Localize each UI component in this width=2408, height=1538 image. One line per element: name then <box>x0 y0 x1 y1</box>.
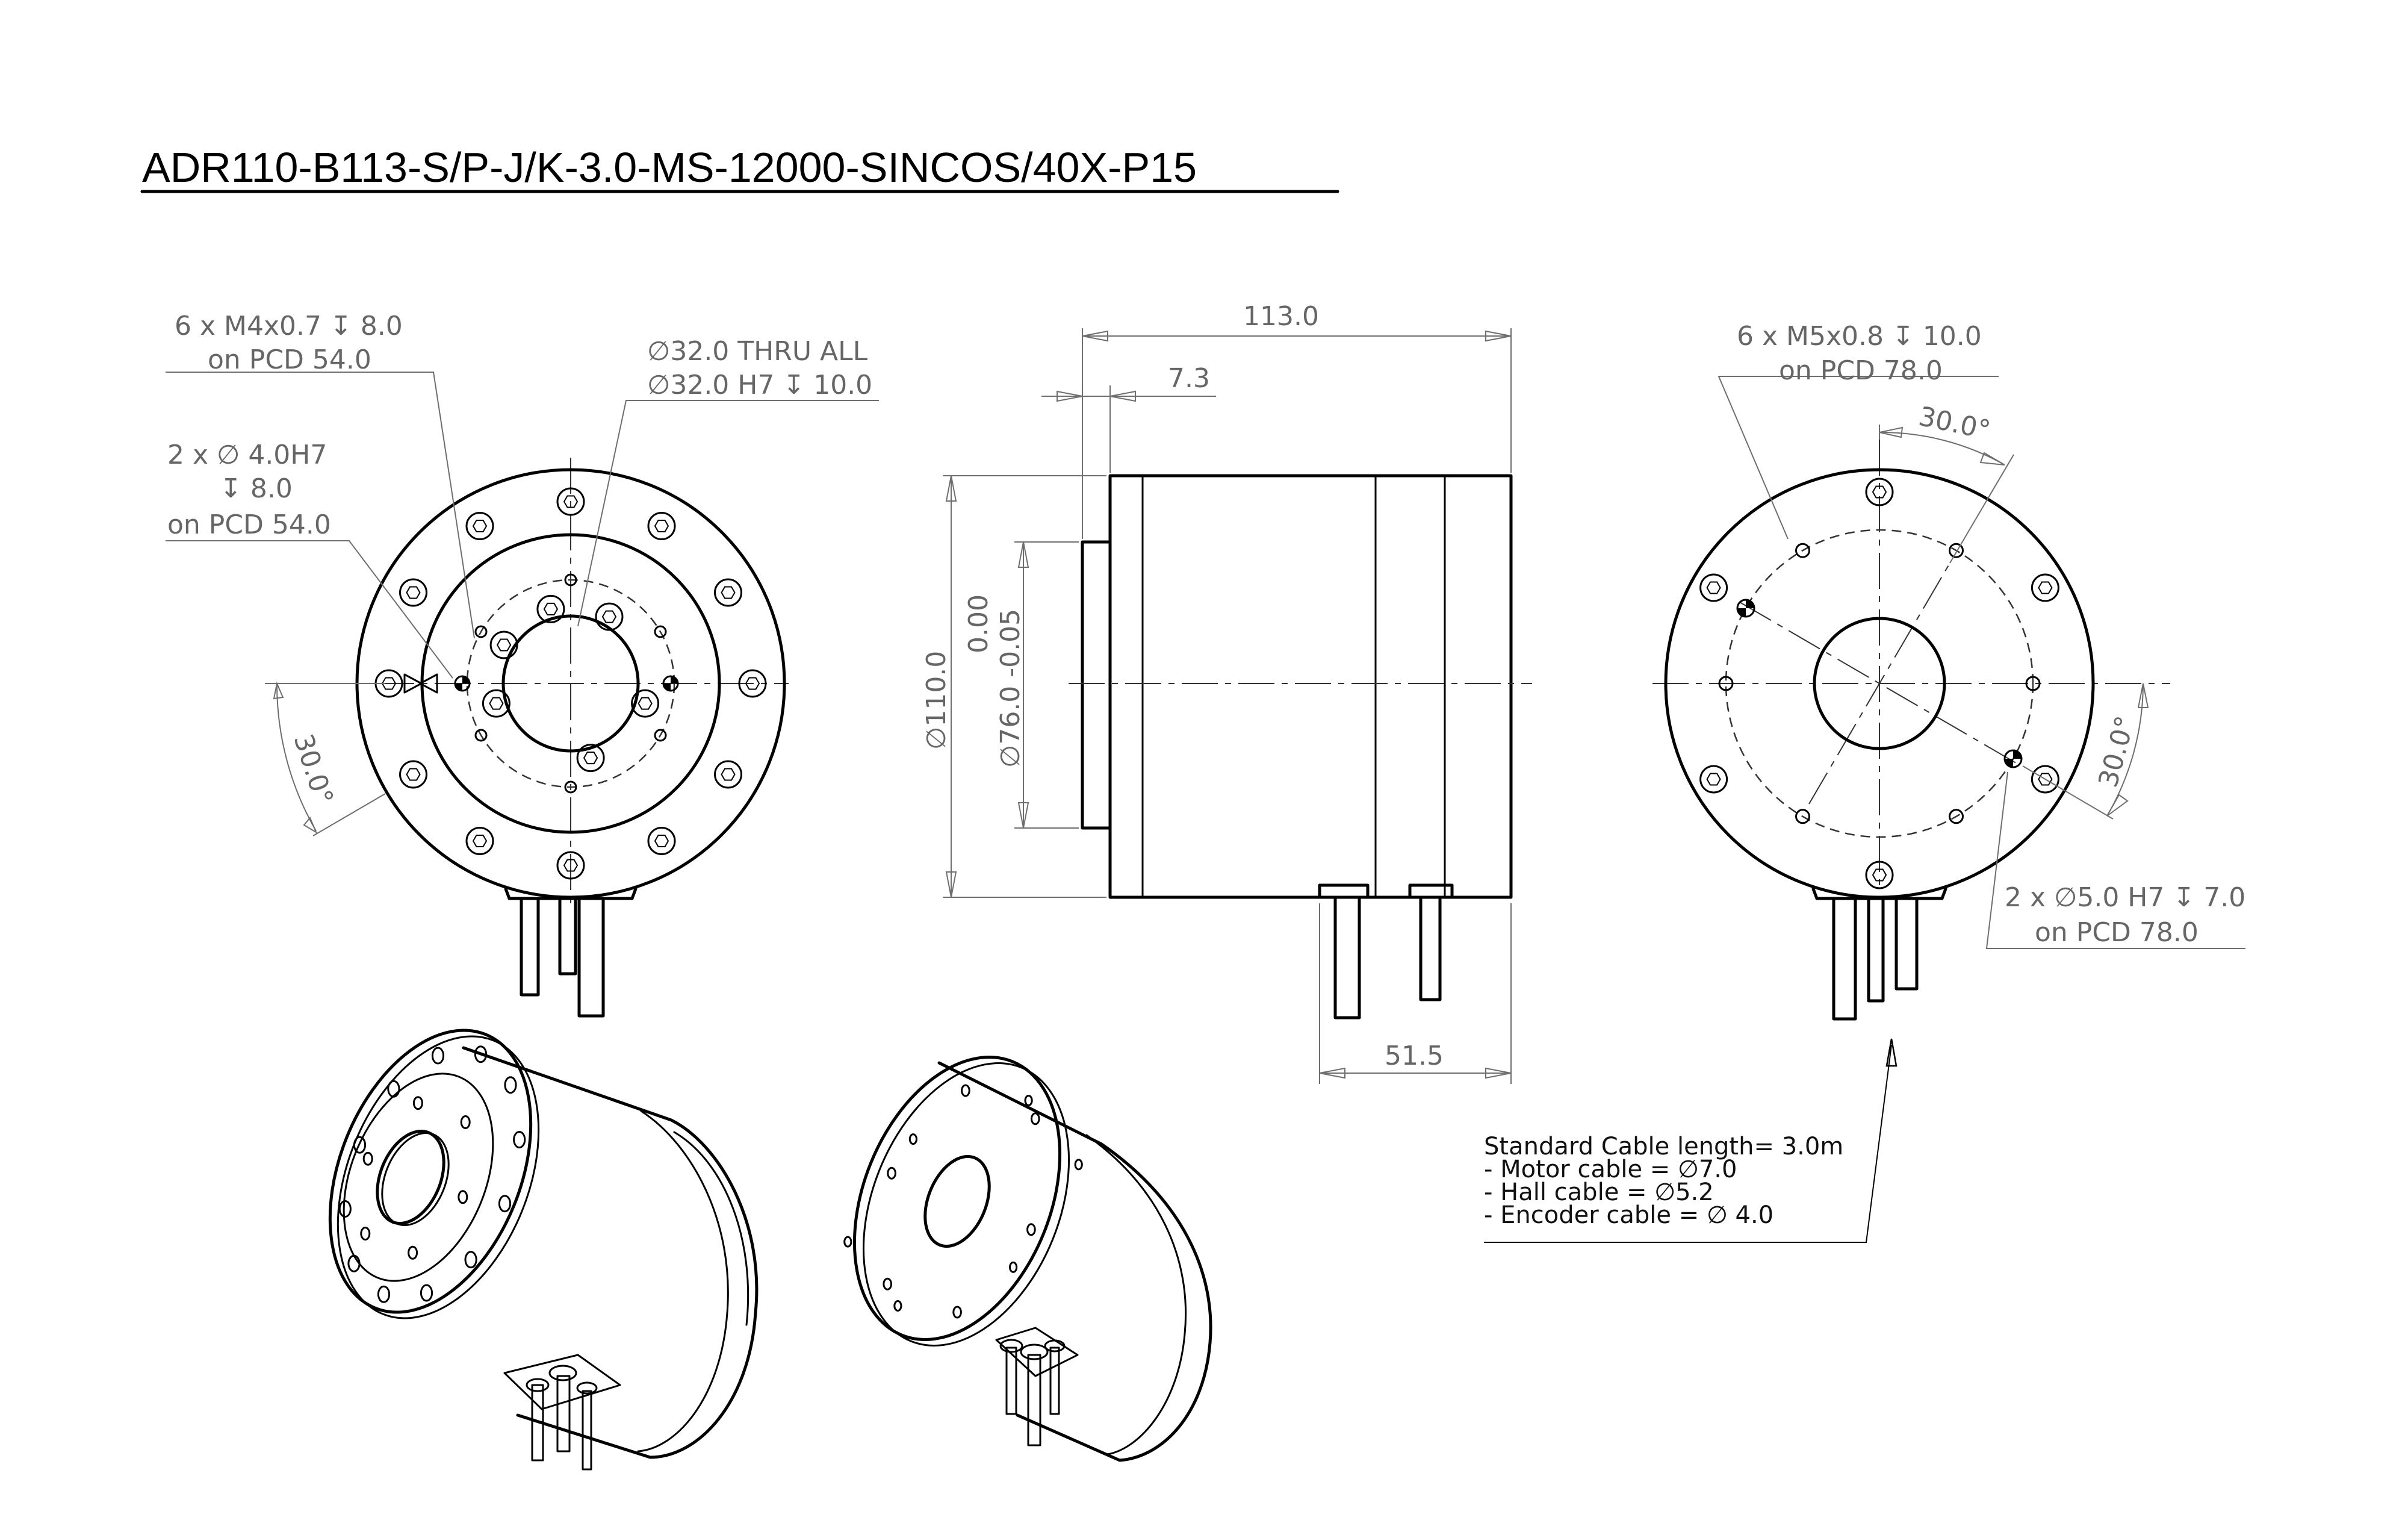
iso-screw-hole <box>353 1136 367 1154</box>
front-pin-callout-line1: 2 x ∅ 4.0H7 <box>167 440 327 470</box>
hex-screw-icon <box>399 760 427 789</box>
front-pin-marker-left <box>454 675 471 692</box>
front-thread-callout-line1: 6 x M4x0.7 ↧ 8.0 <box>175 311 403 341</box>
front-pin-callout-line3: on PCD 54.0 <box>167 509 331 540</box>
iso-screw-hole <box>474 1045 488 1063</box>
iso-inner-hole <box>362 1151 373 1166</box>
thread-hole <box>1795 809 1810 824</box>
iso-thread-hole <box>961 1084 970 1097</box>
hex-screw-icon <box>465 512 494 540</box>
cable-note-arrow <box>1885 1038 1898 1067</box>
rear-pin-marker-top <box>1736 599 1755 618</box>
iso-thread-hole <box>1031 1112 1040 1125</box>
cable-note-leader <box>1484 1044 1892 1243</box>
hex-screw-icon <box>489 630 518 659</box>
isometric-view-rear <box>843 1056 1212 1462</box>
hex-screw-icon <box>647 512 676 540</box>
front-pin-marker-right <box>662 675 679 692</box>
rear-view <box>1652 376 2245 1021</box>
iso-inner-hole <box>460 1115 471 1129</box>
cable-note-line2: - Motor cable = ∅7.0 <box>1484 1156 1737 1183</box>
iso-thread-hole <box>1026 1223 1036 1236</box>
drawing-title: ADR110-B113-S/P-J/K-3.0-MS-12000-SINCOS/… <box>142 144 1197 191</box>
front-angle-label: 30.0° <box>288 730 340 809</box>
thread-hole <box>1718 676 1734 691</box>
iso-inner-hole <box>408 1245 418 1260</box>
side-pilot <box>1081 540 1112 830</box>
iso-screw-hole <box>387 1080 400 1098</box>
iso-thread-hole <box>883 1277 892 1290</box>
rear-pcd-circle <box>1725 529 2034 838</box>
hex-screw-icon <box>399 578 427 607</box>
cable-note-line3: - Hall cable = ∅5.2 <box>1484 1178 1714 1206</box>
side-cable-pos-label: 51.5 <box>1385 1041 1444 1071</box>
hex-screw-icon <box>714 760 742 789</box>
front-pin-callout-line2: ↧ 8.0 <box>220 473 293 504</box>
thread-hole <box>1949 809 1964 824</box>
side-view <box>943 328 1532 1084</box>
cable-note-line1: Standard Cable length= 3.0m <box>1484 1133 1843 1160</box>
rear-thread-callout-line1: 6 x M5x0.8 ↧ 10.0 <box>1737 321 1982 352</box>
iso-thread-hole <box>952 1306 962 1319</box>
iso-screw-hole <box>513 1131 526 1148</box>
thread-hole <box>654 729 667 742</box>
rear-top-angle-label: 30.0° <box>1916 401 1993 446</box>
iso-outer-hole <box>843 1236 852 1248</box>
isometric-view-front <box>328 1029 759 1471</box>
iso-screw-hole <box>504 1076 517 1094</box>
rear-thread-holes <box>1718 543 2041 824</box>
thread-hole <box>2025 676 2041 691</box>
iso-screw-hole <box>498 1195 512 1213</box>
cable-note-line4: - Encoder cable = ∅ 4.0 <box>1484 1201 1773 1229</box>
iso-outer-hole <box>1009 1261 1018 1273</box>
thread-hole <box>564 573 577 587</box>
front-view <box>166 372 879 1018</box>
thread-hole <box>654 625 667 638</box>
side-body <box>1108 474 1513 899</box>
iso-screw-hole <box>338 1200 352 1218</box>
iso-screw-hole <box>347 1254 361 1272</box>
iso-outer-hole <box>908 1133 918 1145</box>
rear-pin-marker-bottom <box>2003 749 2023 768</box>
rear-bore-circle <box>1813 617 1946 750</box>
iso-outer-hole <box>1024 1095 1033 1106</box>
front-thread-holes <box>474 573 667 794</box>
side-length-label: 113.0 <box>1243 301 1319 332</box>
thread-hole <box>474 729 488 742</box>
iso-inner-hole <box>360 1227 371 1241</box>
iso-screw-hole <box>464 1251 477 1269</box>
hex-screw-icon <box>2031 573 2059 602</box>
iso-screw-hole <box>420 1284 433 1302</box>
hex-screw-icon <box>1699 573 1728 602</box>
iso-inner-hole <box>412 1096 423 1110</box>
iso-outer-hole <box>893 1300 902 1312</box>
iso-screw-hole <box>431 1047 445 1065</box>
rear-pin-callout-line1: 2 x ∅5.0 H7 ↧ 7.0 <box>2005 882 2245 913</box>
iso-outer-hole <box>1074 1159 1083 1171</box>
iso-screw-hole <box>377 1285 391 1303</box>
iso-inner-hole <box>458 1190 468 1204</box>
thread-hole <box>564 780 577 794</box>
side-outer-dia-label: ∅110.0 <box>921 651 952 750</box>
hex-screw-icon <box>595 602 624 631</box>
iso-thread-hole <box>887 1166 896 1180</box>
thread-hole <box>1949 543 1964 558</box>
rear-pin-callout-line2: on PCD 78.0 <box>2035 917 2199 948</box>
hex-screw-icon <box>465 827 494 855</box>
side-pilot-dia-label: ∅76.0 -0.05 <box>995 609 1026 768</box>
front-bore-circle <box>501 614 640 753</box>
rear-thread-callout-line2: on PCD 78.0 <box>1779 355 1943 386</box>
hex-screw-icon <box>714 578 742 607</box>
hex-screw-icon <box>1699 765 1728 794</box>
hex-screw-icon <box>647 827 676 855</box>
thread-hole <box>474 625 488 638</box>
front-thread-callout-line2: on PCD 54.0 <box>208 344 371 375</box>
thread-hole <box>1795 543 1810 558</box>
front-bore-callout-line2: ∅32.0 H7 ↧ 10.0 <box>647 370 872 400</box>
side-flange-label: 7.3 <box>1168 363 1210 394</box>
front-bore-callout-line1: ∅32.0 THRU ALL <box>647 336 868 367</box>
side-pilot-tol-label: 0.00 <box>963 594 994 653</box>
